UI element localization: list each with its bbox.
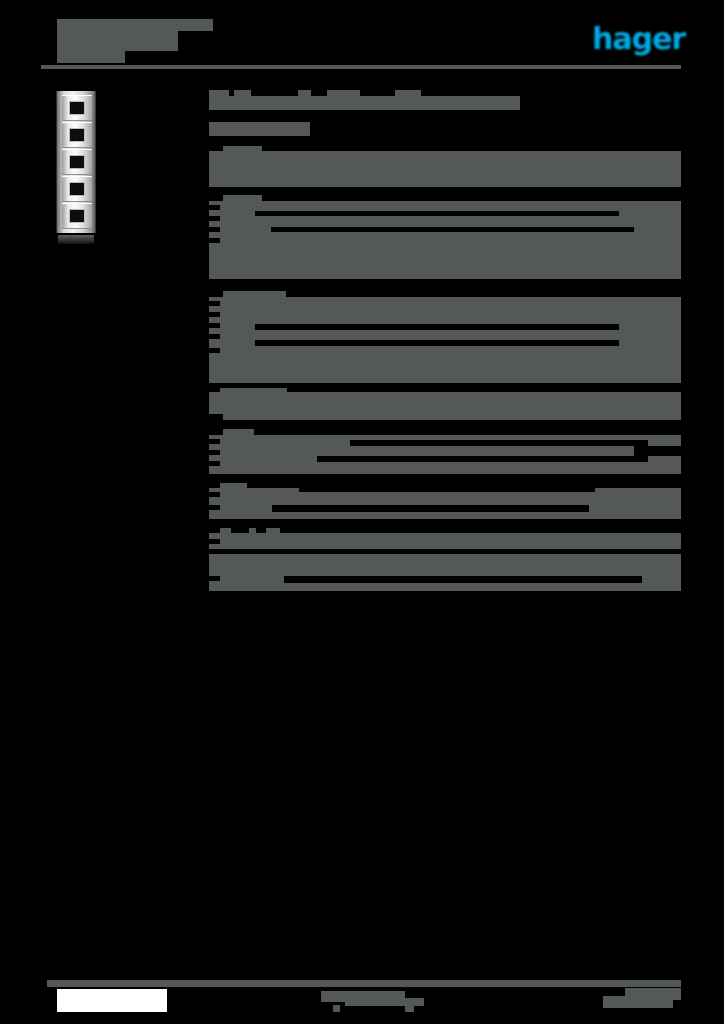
row-notch bbox=[209, 492, 220, 497]
switch-gang-5 bbox=[62, 203, 92, 229]
lead-paragraph bbox=[209, 88, 681, 116]
switch-frame-body bbox=[56, 91, 96, 233]
row-notch bbox=[209, 539, 220, 544]
row-notch bbox=[256, 528, 266, 533]
row-notch bbox=[286, 291, 681, 297]
table-row bbox=[209, 291, 681, 383]
lead-word-2 bbox=[234, 90, 251, 96]
row-notch bbox=[254, 429, 681, 435]
row-notch bbox=[209, 576, 220, 581]
row-notch bbox=[209, 323, 220, 328]
row-notch bbox=[209, 439, 220, 444]
row-notch bbox=[231, 528, 249, 533]
page-subtitle bbox=[57, 43, 125, 63]
table-block-8 bbox=[209, 554, 681, 591]
row-notch bbox=[209, 216, 220, 221]
row-notch bbox=[209, 312, 220, 317]
footer-center-descender-2 bbox=[405, 1005, 414, 1012]
row-rule bbox=[255, 340, 619, 346]
section-subheading-text bbox=[209, 122, 310, 136]
footer-page-number-2 bbox=[603, 996, 673, 1008]
row-rule bbox=[255, 211, 619, 216]
table-row bbox=[209, 388, 681, 420]
row-notch bbox=[209, 227, 220, 232]
lead-line bbox=[209, 96, 520, 110]
row-notch bbox=[209, 388, 220, 392]
row-notch bbox=[209, 528, 220, 533]
page-header: hager bbox=[0, 0, 724, 72]
product-shadow bbox=[58, 235, 94, 244]
section-subheading bbox=[209, 116, 681, 142]
table-block-3 bbox=[209, 291, 681, 394]
switch-gang-2 bbox=[62, 122, 92, 148]
switch-gang-1 bbox=[62, 95, 92, 121]
lead-word-1 bbox=[209, 90, 229, 96]
row-notch bbox=[209, 414, 223, 420]
row-notch bbox=[209, 205, 220, 210]
page-footer bbox=[0, 976, 724, 1024]
row-notch bbox=[209, 461, 220, 466]
table-row bbox=[209, 528, 681, 549]
footer-center-descender-1 bbox=[333, 1005, 340, 1012]
header-divider bbox=[41, 65, 681, 69]
row-notch bbox=[209, 291, 223, 297]
hager-logo[interactable]: hager bbox=[592, 22, 686, 57]
row-rule bbox=[271, 227, 634, 232]
table-block-1 bbox=[209, 146, 681, 187]
switch-gang-4 bbox=[62, 176, 92, 202]
footer-center-text-2 bbox=[345, 998, 424, 1006]
row-notch bbox=[209, 450, 220, 455]
lead-word-4 bbox=[327, 90, 360, 96]
table-block-2 bbox=[209, 195, 681, 279]
table-block-7 bbox=[209, 528, 681, 549]
table-row bbox=[209, 554, 681, 591]
row-rule bbox=[299, 483, 595, 492]
table-block-4 bbox=[209, 388, 681, 420]
footer-center-text bbox=[321, 991, 405, 1002]
product-image[interactable] bbox=[56, 91, 96, 244]
table-row bbox=[209, 429, 681, 474]
row-notch bbox=[209, 195, 223, 201]
row-rule bbox=[284, 576, 642, 583]
row-notch bbox=[209, 238, 220, 243]
row-rule bbox=[350, 440, 648, 446]
row-rule bbox=[317, 456, 648, 462]
header-eyebrow bbox=[57, 19, 213, 31]
table-block-6 bbox=[209, 483, 681, 519]
row-notch bbox=[209, 348, 220, 353]
footer-left-box bbox=[57, 989, 167, 1012]
row-notch bbox=[209, 483, 220, 488]
table-row bbox=[209, 146, 681, 187]
footer-divider bbox=[47, 980, 681, 987]
row-notch bbox=[209, 429, 223, 435]
row-notch bbox=[209, 505, 220, 510]
table-row bbox=[209, 195, 681, 279]
row-notch bbox=[209, 146, 223, 151]
row-rule bbox=[272, 505, 589, 512]
row-notch bbox=[634, 446, 681, 456]
row-notch bbox=[209, 301, 220, 306]
row-rule bbox=[255, 324, 619, 330]
main-content bbox=[209, 88, 681, 591]
lead-word-3 bbox=[298, 90, 311, 96]
table-block-5 bbox=[209, 429, 681, 474]
lead-word-5 bbox=[395, 90, 421, 96]
row-notch bbox=[280, 528, 681, 533]
row-notch bbox=[262, 195, 681, 201]
row-notch bbox=[209, 334, 220, 339]
row-notch bbox=[262, 146, 681, 151]
row-notch bbox=[287, 388, 681, 392]
hager-logo-wordmark: hager bbox=[592, 22, 686, 57]
switch-gang-3 bbox=[62, 149, 92, 175]
